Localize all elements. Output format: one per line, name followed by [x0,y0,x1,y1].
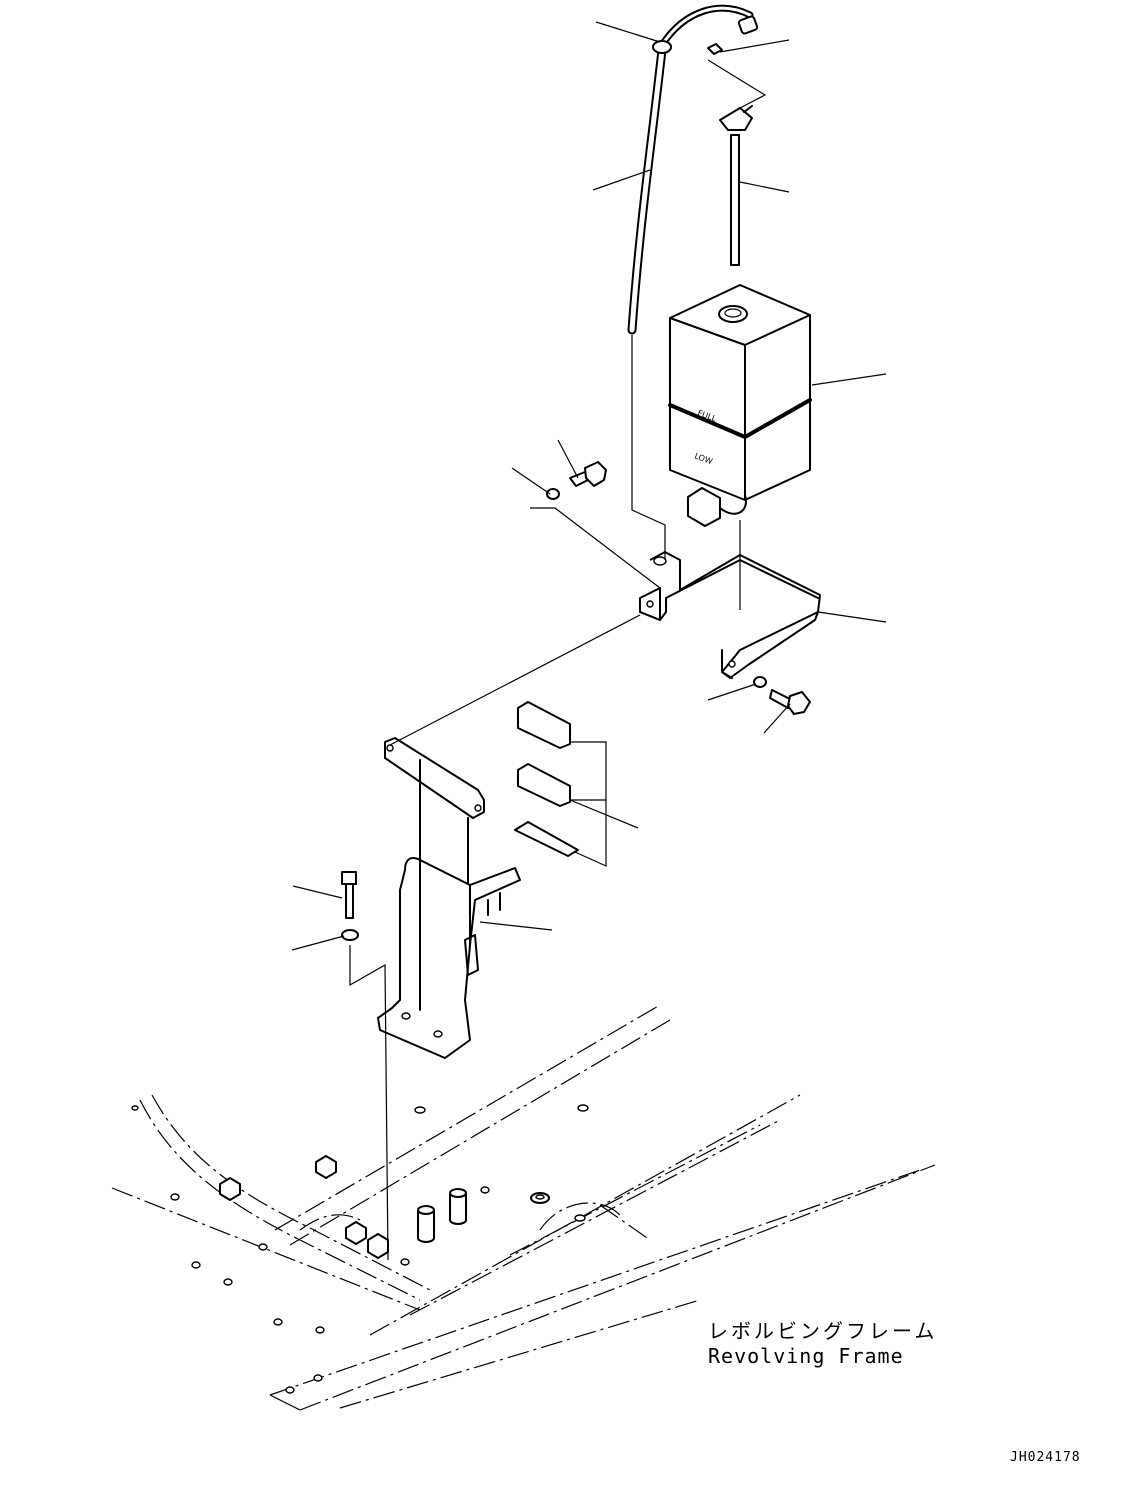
cushion-pads [514,701,579,857]
stand-bracket [377,737,521,1059]
washer-hose [627,4,759,335]
washer-tank: FULL LOW [668,284,812,501]
level-gauge-rod [719,105,753,266]
assembly-lines [349,59,767,1261]
pump-connector [687,487,747,527]
frame-label-en: Revolving Frame [708,1344,904,1368]
bolt-lower-right [753,676,811,715]
frame-label-jp: レボルビングフレーム [708,1319,937,1343]
revolving-frame [111,1004,936,1411]
bolt-upper [546,461,607,500]
tank-bracket [639,551,821,679]
bolt-stand [341,871,359,941]
leader-lines [291,21,887,951]
drawing-code: JH024178 [1010,1450,1081,1465]
